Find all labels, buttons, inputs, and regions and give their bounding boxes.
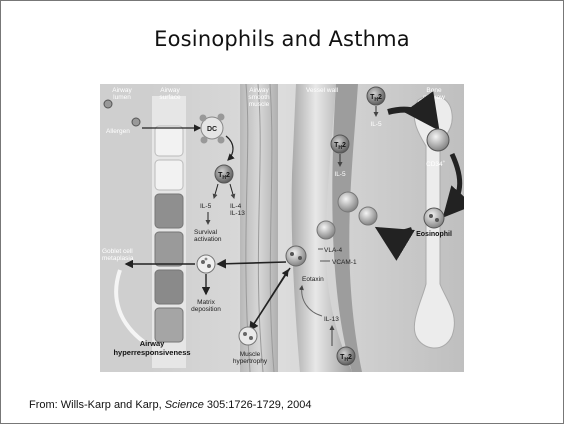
label-allergen: Allergen bbox=[106, 128, 130, 135]
region-airway-lumen-1: Airway bbox=[112, 87, 132, 94]
th2-cell-center: TH2 bbox=[215, 165, 233, 183]
label-il5-center: IL-5 bbox=[200, 203, 212, 210]
region-airway-surface-1: Airway bbox=[160, 87, 180, 94]
label-eosinophil: Eosinophil bbox=[416, 231, 452, 238]
region-airway-lumen-2: lumen bbox=[113, 94, 131, 101]
epithelium bbox=[152, 96, 186, 368]
label-airway-hyper-1: Airway bbox=[140, 339, 165, 348]
caption-journal: Science bbox=[165, 399, 204, 411]
label-eotaxin: Eotaxin bbox=[302, 276, 324, 283]
label-vcam1: VCAM-1 bbox=[332, 259, 357, 266]
label-vla4: VLA-4 bbox=[324, 247, 342, 254]
label-airway-hyper-2: hyperresponsiveness bbox=[113, 348, 190, 357]
eosinophil-asthma-diagram: Airway lumen Airway surface Airway smoot… bbox=[100, 84, 464, 372]
label-il5-top: IL-5 bbox=[370, 121, 382, 128]
cd34-progenitor-cell bbox=[427, 129, 449, 151]
bone-marrow-eosinophil bbox=[424, 208, 444, 228]
label-goblet-1: Goblet cell bbox=[102, 248, 133, 255]
label-muscle-2: hypertrophy bbox=[233, 358, 268, 365]
caption-rest: 305:1726-1729, 2004 bbox=[204, 399, 312, 411]
region-bone-marrow-1: Bone bbox=[426, 87, 442, 94]
label-dc: DC bbox=[207, 126, 217, 133]
label-activation: activation bbox=[194, 236, 222, 243]
label-il13-top: IL-13 bbox=[230, 210, 245, 217]
th2-cell-vessel: TH2 bbox=[331, 135, 349, 153]
label-matrix-2: deposition bbox=[191, 306, 221, 313]
region-bone-marrow-2: marrow bbox=[423, 94, 445, 101]
caption-lead: From: Wills-Karp and Karp, bbox=[29, 399, 165, 411]
label-goblet-2: metaplasia bbox=[102, 255, 134, 262]
label-il5-vessel: IL-5 bbox=[334, 171, 346, 178]
label-muscle-1: Muscle bbox=[240, 351, 261, 358]
label-il13-bottom: IL-13 bbox=[324, 316, 339, 323]
region-airway-surface-2: surface bbox=[159, 94, 181, 101]
th2-cell-bottom: TH2 bbox=[337, 347, 355, 365]
region-smooth-muscle-1: Airway bbox=[249, 87, 269, 94]
th2-cell-top: TH2 bbox=[367, 87, 385, 105]
muscle-cell bbox=[239, 327, 257, 345]
label-il4: IL-4 bbox=[230, 203, 242, 210]
region-vessel-wall: Vessel wall bbox=[306, 87, 339, 94]
source-caption: From: Wills-Karp and Karp, Science 305:1… bbox=[29, 399, 312, 411]
activated-eosinophil bbox=[197, 255, 215, 273]
label-matrix-1: Matrix bbox=[197, 299, 215, 306]
region-smooth-muscle-2: smooth bbox=[248, 94, 270, 101]
recruited-eosinophil bbox=[286, 246, 306, 266]
region-smooth-muscle-3: muscle bbox=[249, 101, 270, 108]
slide-title: Eosinophils and Asthma bbox=[1, 27, 563, 51]
label-survival: Survival bbox=[194, 229, 218, 236]
